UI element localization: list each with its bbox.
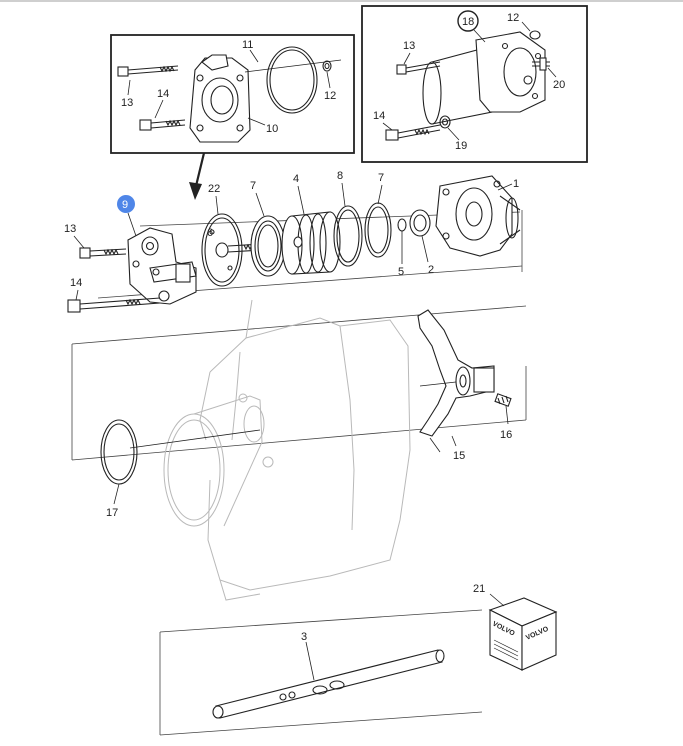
label-14-motor: 14 <box>373 110 385 122</box>
label-4: 4 <box>293 173 299 185</box>
pointer-arrow <box>189 152 206 200</box>
label-2: 2 <box>428 264 434 276</box>
label-13: 13 <box>121 97 133 109</box>
piston-4 <box>281 211 341 275</box>
label-14-actuator: 14 <box>70 277 82 289</box>
washer-5 <box>397 218 407 232</box>
label-19: 19 <box>455 140 467 152</box>
bolt-14-motor <box>385 124 441 141</box>
label-16: 16 <box>500 429 512 441</box>
label-18: 18 <box>462 16 474 28</box>
label-8: 8 <box>337 170 343 182</box>
lower-assembly-plane <box>71 305 527 461</box>
ring-8 <box>333 205 363 267</box>
label-5: 5 <box>398 266 404 278</box>
label-13-motor: 13 <box>403 40 415 52</box>
label-21: 21 <box>473 583 485 595</box>
bolt-13-actuator <box>79 247 127 259</box>
shift-shaft-3 <box>212 649 445 719</box>
washer-19 <box>439 115 451 129</box>
inset-motor-assembly: 18 12 13 14 19 20 <box>361 5 588 163</box>
label-20: 20 <box>553 79 565 91</box>
screw-20 <box>532 57 550 71</box>
screw-16 <box>494 393 512 407</box>
label-14: 14 <box>157 88 169 100</box>
o-ring-11 <box>266 46 318 114</box>
callout-18-circle <box>457 10 479 32</box>
seal-7-left <box>250 215 286 277</box>
gasket-22 <box>201 213 243 287</box>
label-12: 12 <box>324 90 336 102</box>
bearing-2 <box>409 209 431 237</box>
bolt-13-motor <box>396 61 441 75</box>
label-12-motor: 12 <box>507 12 519 24</box>
label-3: 3 <box>301 631 307 643</box>
bolt-13-inset <box>117 65 179 77</box>
washer-12-inset <box>322 60 332 72</box>
callout-9-highlight <box>117 195 135 213</box>
o-ring-17 <box>100 419 138 485</box>
label-11: 11 <box>242 39 253 51</box>
label-7-left: 7 <box>250 180 256 192</box>
label-22: 22 <box>208 183 220 195</box>
actuator-9 <box>127 227 197 305</box>
bolt-14-actuator <box>67 297 161 313</box>
motor-18 <box>422 31 546 125</box>
label-17: 17 <box>106 507 118 519</box>
washer-12-motor <box>529 30 541 40</box>
label-10: 10 <box>266 123 278 135</box>
label-9: 9 <box>122 199 128 211</box>
cover-10 <box>189 54 251 143</box>
volvo-package-21: VOLVO VOLVO <box>488 597 558 671</box>
shift-fork-15 <box>417 309 495 453</box>
label-15: 15 <box>453 450 465 462</box>
gearbox-housing-outline <box>163 299 411 601</box>
label-6: 6 <box>207 227 213 239</box>
seal-7-right <box>364 202 392 258</box>
label-7-right: 7 <box>378 172 384 184</box>
inset-cover-assembly: 13 14 11 12 10 <box>110 34 355 154</box>
shaft-assembly-plane <box>159 609 483 736</box>
label-1: 1 <box>513 178 519 190</box>
label-13-actuator: 13 <box>64 223 76 235</box>
bolt-14-inset <box>139 119 186 131</box>
housing-1 <box>435 175 521 257</box>
